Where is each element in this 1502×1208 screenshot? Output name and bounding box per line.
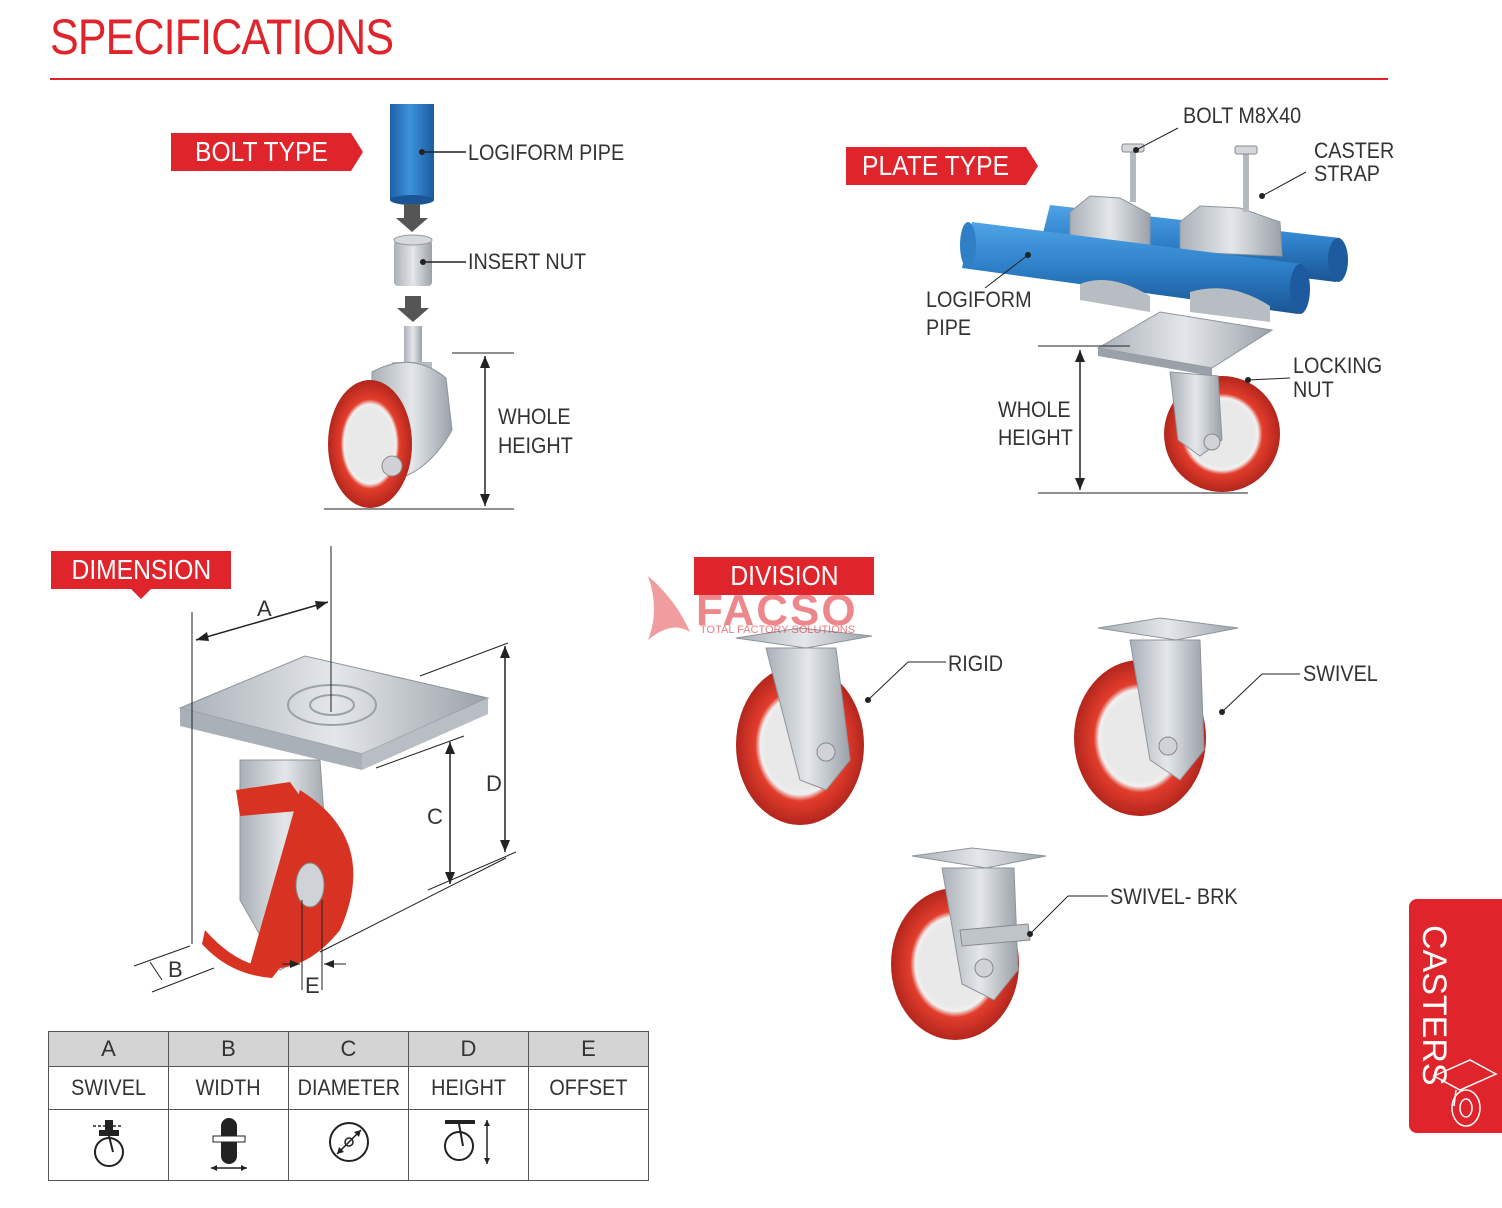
casters-side-label: CASTERS: [1415, 925, 1453, 1086]
facso-logo: FACSO: [696, 586, 858, 635]
spec-icon-row: [48, 1109, 649, 1181]
spec-name-row: SWIVEL WIDTH DIAMETER HEIGHT OFFSET: [48, 1066, 649, 1110]
offset-icon-cell: [528, 1109, 649, 1181]
insert-nut: [394, 240, 432, 286]
spec-name-width: WIDTH: [168, 1066, 289, 1110]
plate-height-label-1: WHOLE: [998, 397, 1071, 422]
dim-e-label: E: [305, 973, 320, 998]
swivel-icon: [48, 1109, 169, 1181]
division-illustration: [648, 576, 1300, 1040]
caster-strap-label-2: STRAP: [1314, 161, 1381, 186]
rigid-caster: [735, 627, 873, 825]
arrow-down-icon: [396, 204, 428, 232]
spec-name-height: HEIGHT: [408, 1066, 529, 1110]
spec-letter-row: A B C D E: [48, 1031, 649, 1067]
height-icon: [408, 1109, 529, 1181]
bolt-type-illustration: [324, 104, 514, 510]
plate-pipe-label-2: PIPE: [926, 315, 972, 340]
caster-strap: [1179, 205, 1283, 257]
bolt-type-tag: BOLT TYPE: [171, 133, 363, 171]
dim-a-label: A: [257, 596, 272, 621]
dim-d-label: D: [486, 771, 502, 796]
bolt-label: BOLT M8X40: [1183, 103, 1302, 128]
spec-name-diameter: DIAMETER: [288, 1066, 409, 1110]
dimension-illustration: [133, 546, 517, 993]
top-plate: [178, 655, 490, 755]
rigid-label: RIGID: [948, 651, 1004, 676]
spec-letter-e: E: [528, 1031, 649, 1067]
logiform-pipe-label: LOGIFORM PIPE: [468, 140, 625, 165]
whole-height-label-2: HEIGHT: [498, 433, 573, 458]
spec-letter-a: A: [48, 1031, 169, 1067]
plate-height-label-2: HEIGHT: [998, 425, 1073, 450]
spec-table: A B C D E SWIVEL WIDTH DIAMETER HEIGHT O…: [48, 1031, 649, 1181]
title-divider: [50, 78, 1388, 80]
facso-tagline: TOTAL FACTORY SOLUTIONS: [700, 624, 856, 636]
diameter-icon: [288, 1109, 409, 1181]
dimension-tag: DIMENSION: [51, 551, 231, 599]
insert-nut-label: INSERT NUT: [468, 249, 587, 274]
division-tag: DIVISION: [694, 557, 874, 595]
spec-letter-d: D: [408, 1031, 529, 1067]
whole-height-label-1: WHOLE: [498, 404, 571, 429]
locking-nut-label-2: NUT: [1293, 377, 1334, 402]
arrow-down-icon: [397, 296, 429, 322]
spec-letter-c: C: [288, 1031, 409, 1067]
plate-pipe-label-1: LOGIFORM: [926, 287, 1032, 312]
dim-b-label: B: [168, 957, 183, 982]
locking-nut-label-1: LOCKING: [1293, 353, 1383, 378]
spec-name-swivel: SWIVEL: [48, 1066, 169, 1110]
wheel: [328, 380, 412, 508]
page-title: SPECIFICATIONS: [50, 9, 394, 65]
plate-type-tag: PLATE TYPE: [846, 147, 1038, 185]
swivel-brk-label: SWIVEL- BRK: [1110, 884, 1238, 909]
swivel-caster: [1074, 617, 1239, 816]
dim-c-label: C: [427, 804, 443, 829]
spec-name-offset: OFFSET: [528, 1066, 649, 1110]
swivel-label: SWIVEL: [1303, 661, 1378, 686]
caster-strap-label-1: CASTER: [1314, 138, 1395, 163]
width-icon: [168, 1109, 289, 1181]
swivel-brake-caster: [891, 847, 1047, 1040]
plate-type-illustration: [960, 127, 1348, 494]
spec-letter-b: B: [168, 1031, 289, 1067]
